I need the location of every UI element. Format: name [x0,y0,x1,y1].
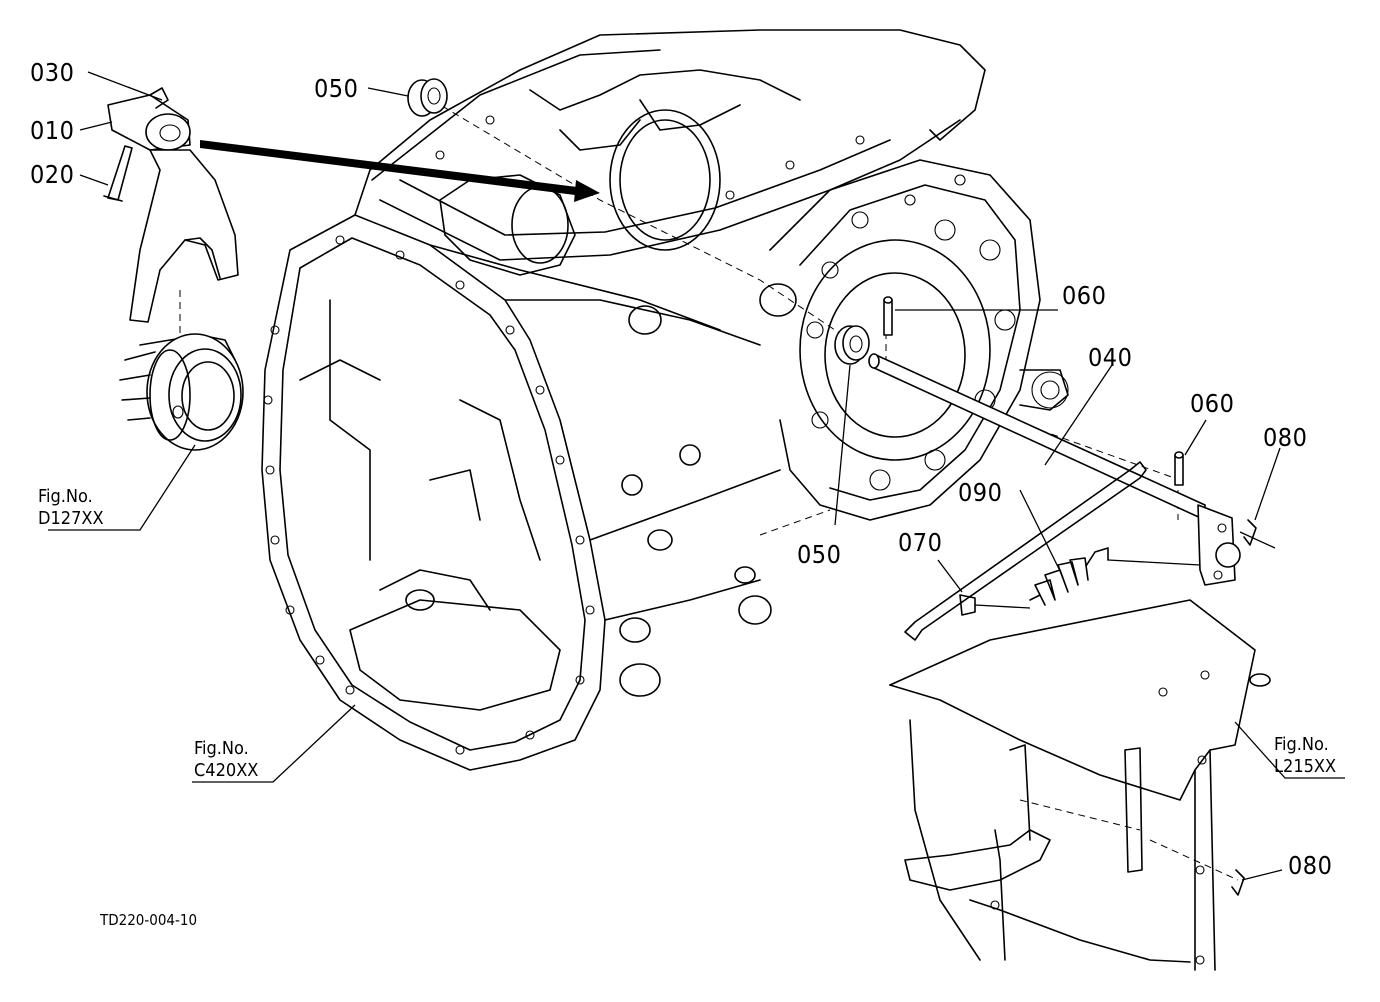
part-label-050-lower: 050 [797,540,842,569]
diagram-code: TD220-004-10 [100,911,198,929]
transmission-housing [261,29,986,771]
bearing-050-upper [407,78,448,117]
figure-ref-l215xx-line2: L215XX [1274,756,1337,777]
part-label-060-lower: 060 [1190,389,1235,418]
bearing-050-lower [834,325,870,365]
clutch-rod-070 [904,461,1147,641]
figure-ref-c420xx-line1: Fig.No. [194,738,249,759]
part-label-050-upper: 050 [314,74,359,103]
part-label-060-upper: 060 [1062,281,1107,310]
figure-ref-c420xx: Fig.No. C420XX [194,738,258,782]
part-label-080-upper: 080 [1263,423,1308,452]
cotter-pin-080-lower [1231,869,1245,896]
pedal-bracket [889,599,1271,971]
figure-ref-c420xx-line2: C420XX [194,760,259,781]
assembly-center-lines [179,99,1239,881]
cotter-pin-080-upper [1239,519,1276,549]
figure-ref-d127xx-line2: D127XX [38,508,104,529]
release-bearing [119,333,244,451]
figure-ref-d127xx-line1: Fig.No. [38,486,93,507]
assembly-direction-arrow [200,140,600,202]
part-label-040: 040 [1088,343,1133,372]
clutch-shaft-040 [868,296,1241,586]
figure-ref-d127xx: Fig.No. D127XX [38,486,104,530]
part-label-020: 020 [30,160,75,189]
figure-ref-l215xx-line1: Fig.No. [1274,734,1329,755]
return-spring-090 [974,547,1201,609]
shift-fork-assembly [103,87,239,323]
part-label-090: 090 [958,478,1003,507]
part-label-010: 010 [30,116,75,145]
rear-housing-flange [769,159,1069,521]
part-label-070: 070 [898,528,943,557]
figure-ref-l215xx: Fig.No. L215XX [1274,734,1336,778]
part-label-080-lower: 080 [1288,851,1333,880]
part-label-030: 030 [30,58,75,87]
leader-lines [48,71,1345,881]
